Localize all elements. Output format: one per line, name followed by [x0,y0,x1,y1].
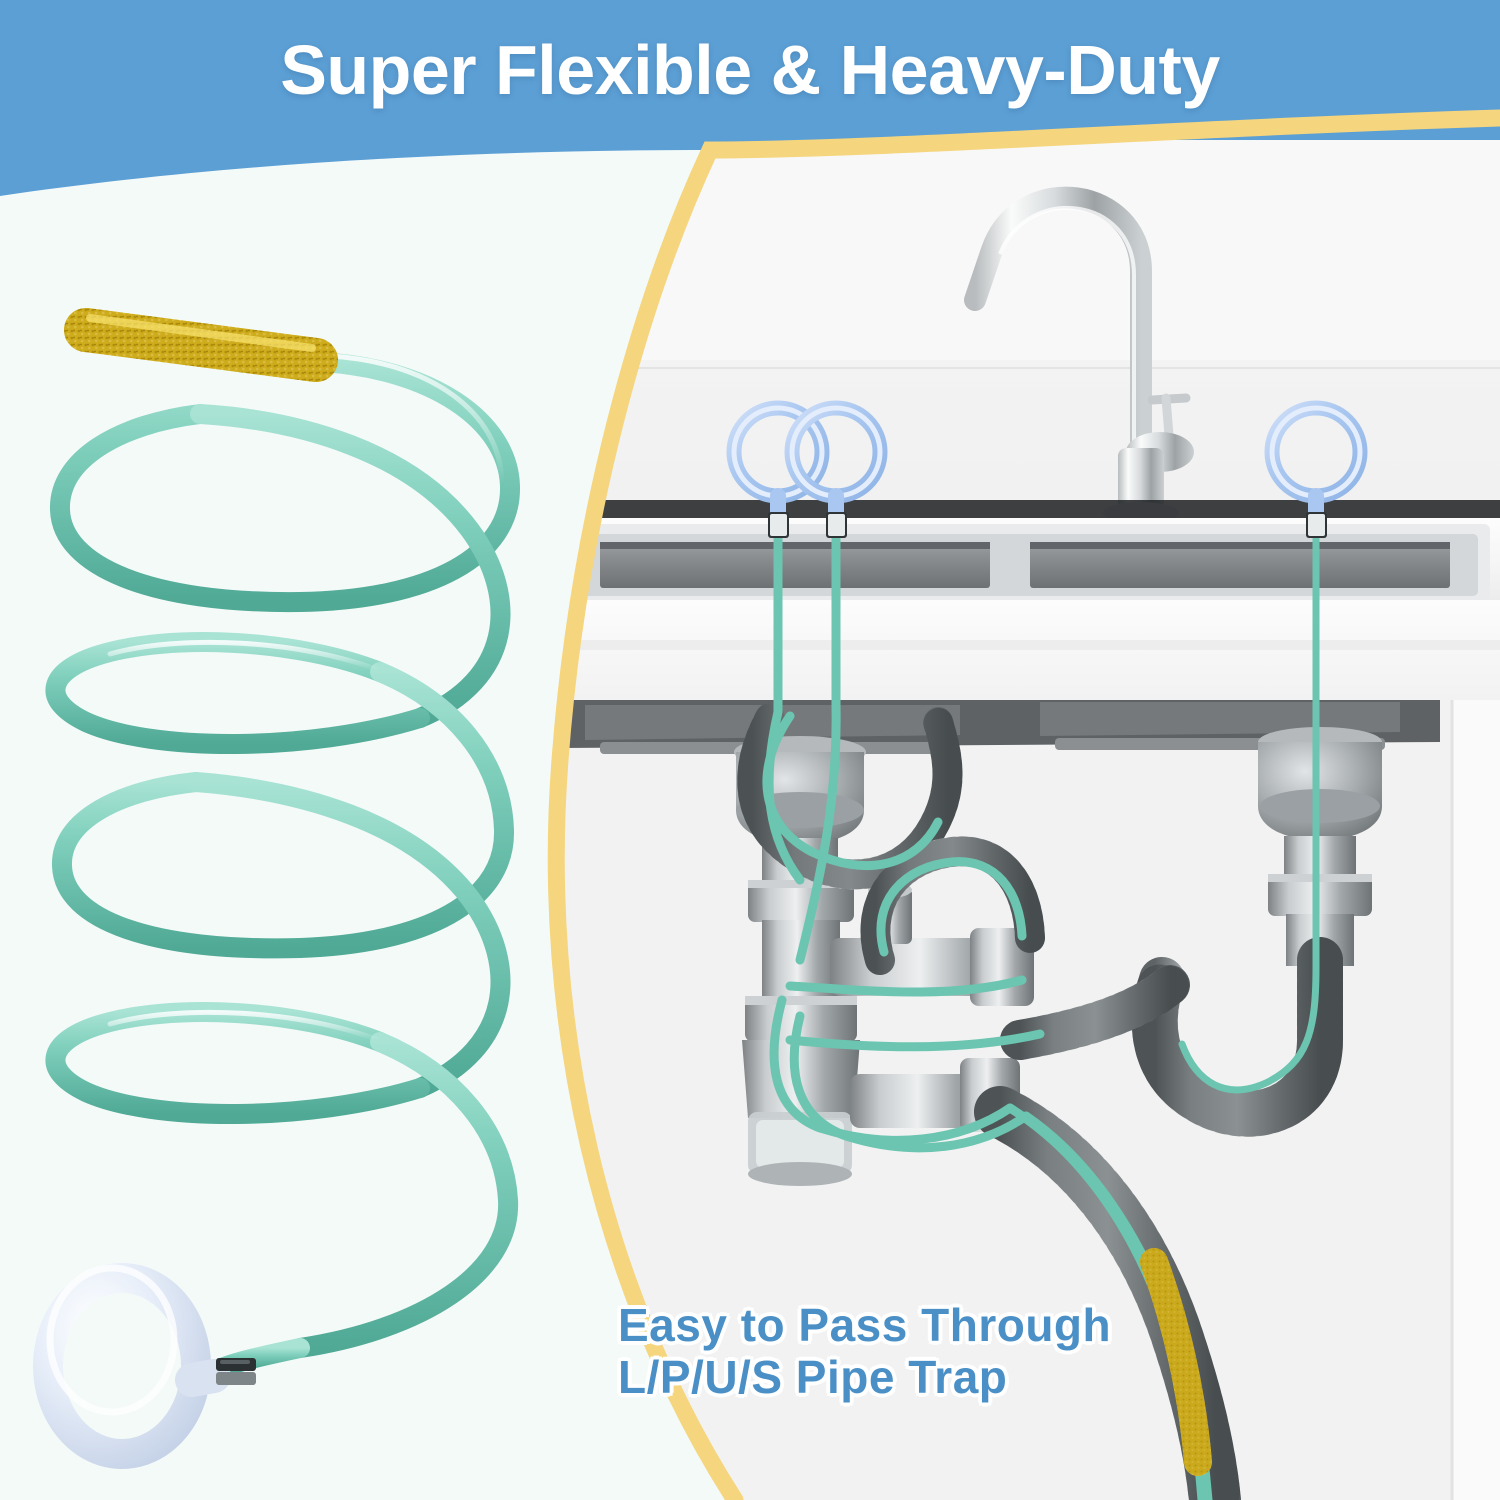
ring-handle-left-2 [784,400,888,538]
caption-line-2: L/P/U/S Pipe Trap [618,1350,1008,1403]
corrugated-hose-top [737,703,963,890]
brush-bristle-section [1140,1248,1212,1476]
gold-brush-tip [64,308,338,382]
header-band [0,0,1500,140]
page-title: Super Flexible & Heavy-Duty [280,31,1220,109]
ring-handle-product [33,1263,256,1469]
ring-handle-right [1264,400,1368,538]
ring-handle-left-1 [726,400,830,538]
right-drain-assembly [1131,727,1382,1137]
caption-line-1: Easy to Pass Through [618,1299,1112,1351]
double-basin-sink [560,524,1490,602]
corrugated-hose-mid [860,836,1045,975]
feature-caption: Easy to Pass Through L/P/U/S Pipe Trap [618,1299,1112,1403]
